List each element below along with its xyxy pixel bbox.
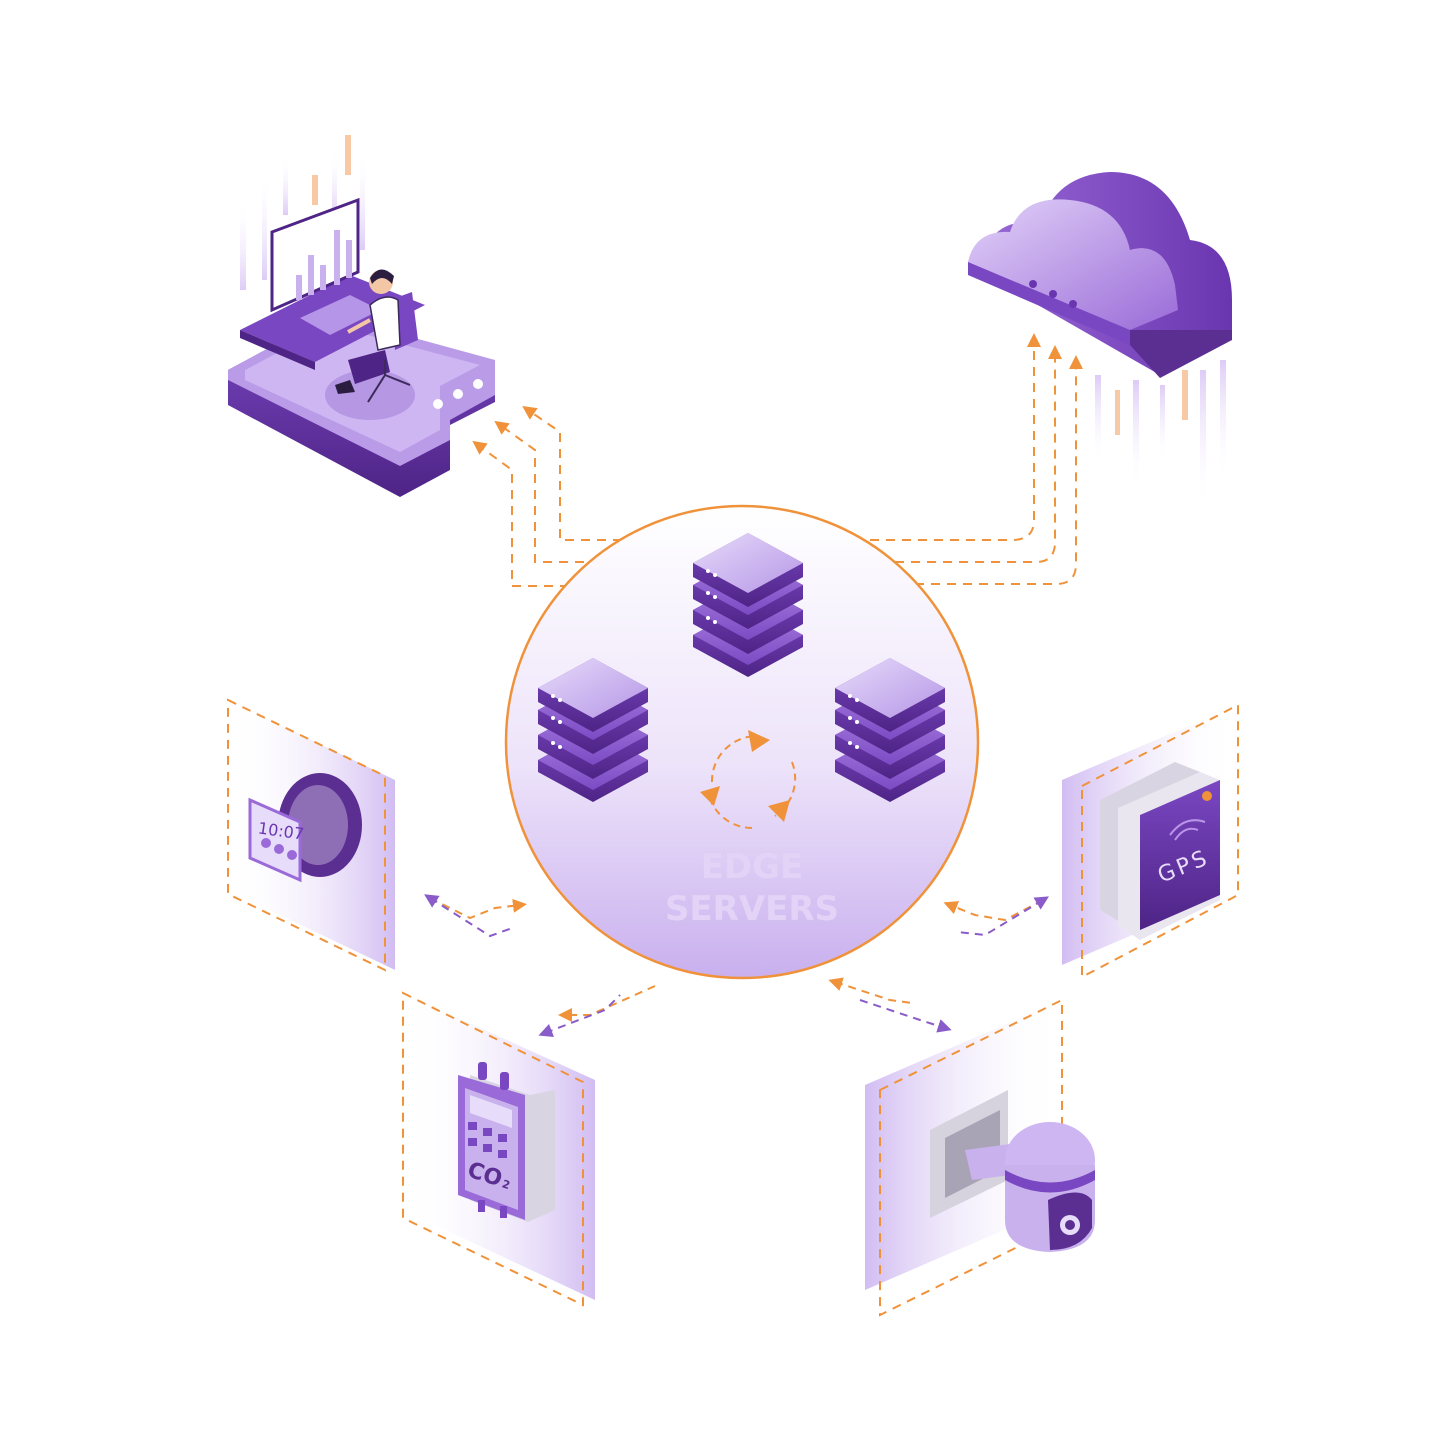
sync-arrow-head-3 (700, 786, 720, 806)
edge-servers-hub: EDGE SERVERS (504, 504, 980, 980)
connector-hub-to-gps (943, 896, 1049, 937)
co2-sensor-node: CO 2 (402, 991, 595, 1307)
cloud-node (968, 172, 1232, 510)
gps-node: GPS (1062, 703, 1239, 979)
workstation-node (228, 135, 495, 497)
connector-hub-to-cloud (870, 333, 1083, 585)
connector-hub-to-camera (828, 977, 952, 1033)
connector-hub-to-smartwatch (424, 894, 527, 938)
sync-arrow-head-2 (768, 800, 790, 822)
co2-subscript: 2 (500, 1177, 511, 1192)
data-beams-decoration (240, 135, 365, 290)
security-camera-node (865, 998, 1095, 1317)
hub-label-line1: EDGE (701, 847, 804, 887)
hub-label-line2: SERVERS (665, 889, 839, 929)
server-stack-icon (538, 658, 648, 802)
connector-hub-to-workstation (472, 406, 622, 587)
data-beams-decoration (1095, 360, 1226, 510)
sync-arrow-head-1 (748, 730, 770, 752)
server-stack-icon (835, 658, 945, 802)
connector-hub-to-co2 (538, 985, 656, 1038)
smartwatch-node: 10:07 (227, 698, 395, 972)
server-stack-icon (693, 533, 803, 677)
